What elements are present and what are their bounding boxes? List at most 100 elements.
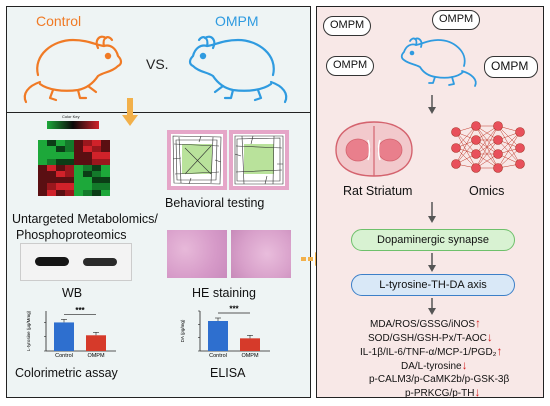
ompm-cloud-4 — [484, 56, 538, 78]
network-node — [493, 163, 503, 173]
he-staining-label: HE staining — [192, 286, 256, 300]
heatmap-cell — [38, 164, 47, 171]
network-edge — [475, 125, 499, 155]
behavioral-arena-1 — [167, 130, 227, 190]
heatmap-cell — [65, 140, 74, 147]
y-axis-label: L-tyrosine (μg/Mmg) — [26, 310, 31, 351]
rat-striatum-illustration — [335, 121, 413, 177]
heatmap-cell — [38, 140, 47, 147]
heatmap-cell — [56, 140, 65, 147]
heatmap-cell — [74, 171, 83, 178]
network-edge — [455, 131, 477, 169]
heatmap-cell — [65, 171, 74, 178]
heatmap-cell — [92, 152, 101, 159]
marker-text: IL-1β/IL-6/TNF-α/MCP-1/PGD₂ — [360, 347, 497, 358]
network-edge — [455, 125, 477, 165]
y-axis-label: DA (pg/mg) — [180, 319, 185, 342]
heatmap-cell — [101, 158, 110, 165]
ompm-cloud-label-4: OMPM — [491, 59, 529, 73]
heatmap-cell — [92, 177, 101, 184]
dopaminergic-synapse-box: Dopaminergic synapse — [351, 229, 515, 251]
arrow-down-icon: ↓ — [474, 385, 481, 399]
network-node — [515, 143, 525, 153]
bar-ompm — [240, 338, 260, 351]
ompm-rat-right-illustration — [400, 37, 477, 87]
heatmap-cell — [38, 177, 47, 184]
heatmap-cell — [83, 183, 92, 190]
heatmap-color-key-label: Color Key — [62, 114, 80, 119]
heatmap-cell — [38, 152, 47, 159]
heatmap-cell — [101, 183, 110, 190]
heatmap-cell — [56, 183, 65, 190]
network-edge — [475, 125, 499, 169]
behavioral-arena-2 — [229, 130, 289, 190]
network-node — [493, 149, 503, 159]
heatmap-cell — [56, 177, 65, 184]
network-node — [515, 127, 525, 137]
network-edge — [497, 125, 521, 165]
heatmap-cell — [92, 171, 101, 178]
heatmap-cell — [83, 158, 92, 165]
heatmap-cell — [47, 152, 56, 159]
marker-da-tyrosine-down: DA/L-tyrosine↓ — [401, 359, 468, 372]
network-edge — [455, 139, 477, 165]
heatmap-cell — [92, 158, 101, 165]
vs-label: VS. — [146, 56, 169, 72]
heatmap-cell — [101, 146, 110, 153]
heatmap-cell — [92, 164, 101, 171]
heatmap — [38, 140, 110, 196]
arrow-up-icon: ↑ — [475, 316, 482, 330]
ompm-cloud-2 — [432, 10, 480, 30]
network-node — [451, 143, 461, 153]
ompm-label: OMPM — [215, 13, 259, 29]
network-node — [471, 149, 481, 159]
wb-label: WB — [62, 286, 83, 300]
metabolomics-label-line2: Phosphoproteomics — [16, 228, 127, 242]
heatmap-cell — [56, 146, 65, 153]
network-node — [451, 127, 461, 137]
heatmap-cell — [74, 183, 83, 190]
orange-down-arrow — [122, 98, 138, 126]
network-edge — [475, 139, 499, 169]
x-tick-label: Control — [55, 353, 73, 359]
marker-inflammatory-up: IL-1β/IL-6/TNF-α/MCP-1/PGD₂↑ — [360, 344, 503, 358]
top-rat-divider — [6, 112, 311, 113]
marker-text: p-PRKCG/p-TH — [405, 388, 475, 399]
metabolomics-label-line1: Untargeted Metabolomics/ — [12, 212, 158, 226]
arrow-down-4 — [428, 298, 436, 315]
heatmap-cell — [38, 171, 47, 178]
heatmap-cell — [101, 152, 110, 159]
x-tick-label: Control — [209, 353, 227, 359]
heatmap-cell — [101, 189, 110, 196]
network-edge — [455, 125, 477, 149]
control-label: Control — [36, 13, 82, 29]
network-node — [451, 159, 461, 169]
heatmap-cell — [101, 140, 110, 147]
heatmap-cell — [38, 189, 47, 196]
marker-text: SOD/GSH/GSH-Px/T-AOC — [368, 333, 487, 344]
marker-phospho-line1: p-CALM3/p-CaMK2b/p-GSK-3β — [369, 374, 509, 385]
network-node — [515, 159, 525, 169]
heatmap-cell — [101, 171, 110, 178]
network-edge — [455, 131, 477, 155]
heatmap-cell — [83, 177, 92, 184]
network-node — [471, 135, 481, 145]
bar-control — [208, 321, 228, 351]
ompm-cloud-3 — [326, 56, 374, 76]
ompm-cloud-label-3: OMPM — [333, 59, 368, 71]
heatmap-cell — [101, 164, 110, 171]
network-node — [493, 121, 503, 131]
heatmap-cell — [47, 146, 56, 153]
heatmap-cell — [74, 189, 83, 196]
x-tick-label: OMPM — [87, 353, 105, 359]
network-edge — [497, 139, 521, 165]
arrow-up-icon: ↑ — [496, 344, 503, 358]
western-blot-image — [20, 243, 132, 281]
heatmap-cell — [92, 140, 101, 147]
heatmap-cell — [56, 171, 65, 178]
heatmap-cell — [65, 152, 74, 159]
arrow-down-icon: ↓ — [486, 330, 493, 344]
heatmap-cell — [56, 164, 65, 171]
ompm-cloud-label-1: OMPM — [330, 19, 365, 31]
